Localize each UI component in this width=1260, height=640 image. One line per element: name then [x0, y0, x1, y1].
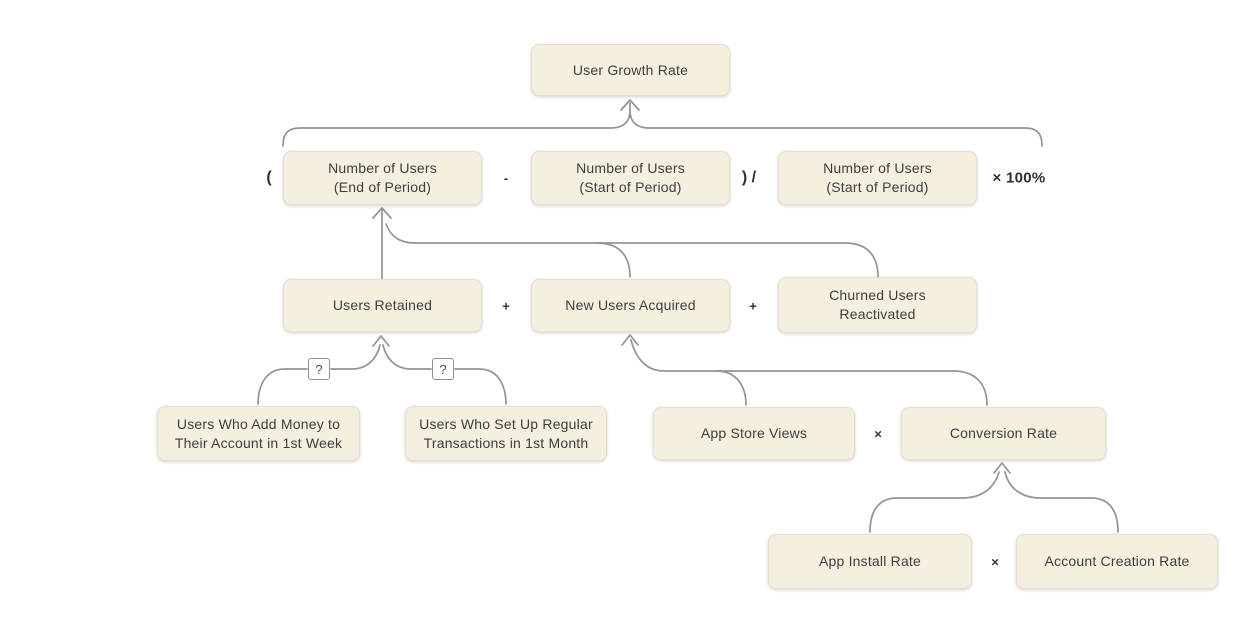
node-churned-users-reactivated[interactable]: Churned Users Reactivated	[778, 277, 977, 333]
node-account-creation-rate[interactable]: Account Creation Rate	[1016, 534, 1218, 589]
node-user-growth-rate[interactable]: User Growth Rate	[531, 44, 730, 96]
connector-drivers-to-users-retained	[257, 335, 507, 405]
arrowhead-icon	[372, 207, 392, 219]
connector-funnel-to-new-users	[621, 334, 988, 406]
node-users-start-of-period-2[interactable]: Number of Users (Start of Period)	[778, 151, 977, 205]
operator-minus: -	[503, 170, 509, 186]
arrowhead-icon	[372, 335, 390, 347]
node-conversion-rate[interactable]: Conversion Rate	[901, 407, 1106, 460]
node-app-store-views[interactable]: App Store Views	[653, 407, 855, 460]
operator-multiply-2: ×	[991, 554, 999, 570]
node-add-money-1st-week[interactable]: Users Who Add Money to Their Account in …	[157, 406, 360, 461]
arrowhead-icon	[993, 462, 1011, 474]
unknown-operator-marker[interactable]: ?	[432, 358, 454, 380]
node-regular-transactions-1st-month[interactable]: Users Who Set Up Regular Transactions in…	[405, 406, 607, 461]
arrowhead-icon	[621, 334, 639, 346]
node-users-retained[interactable]: Users Retained	[283, 279, 482, 332]
operator-plus-1: +	[502, 298, 510, 314]
arrowhead-icon	[620, 99, 640, 111]
node-users-start-of-period-1[interactable]: Number of Users (Start of Period)	[531, 151, 730, 205]
operator-plus-2: +	[749, 298, 757, 314]
operator-close-paren-divide: ) /	[741, 169, 757, 186]
node-app-install-rate[interactable]: App Install Rate	[768, 534, 972, 589]
unknown-operator-marker[interactable]: ?	[308, 358, 330, 380]
connector-formula-to-growth-rate	[282, 99, 1043, 147]
operator-open-paren: (	[266, 169, 272, 186]
connector-components-to-end-of-period	[372, 207, 879, 280]
connector-rates-to-conversion	[869, 462, 1119, 533]
node-users-end-of-period[interactable]: Number of Users (End of Period)	[283, 151, 482, 205]
operator-multiply-1: ×	[874, 426, 882, 442]
node-new-users-acquired[interactable]: New Users Acquired	[531, 279, 730, 332]
operator-times-100-percent: × 100%	[992, 169, 1046, 187]
